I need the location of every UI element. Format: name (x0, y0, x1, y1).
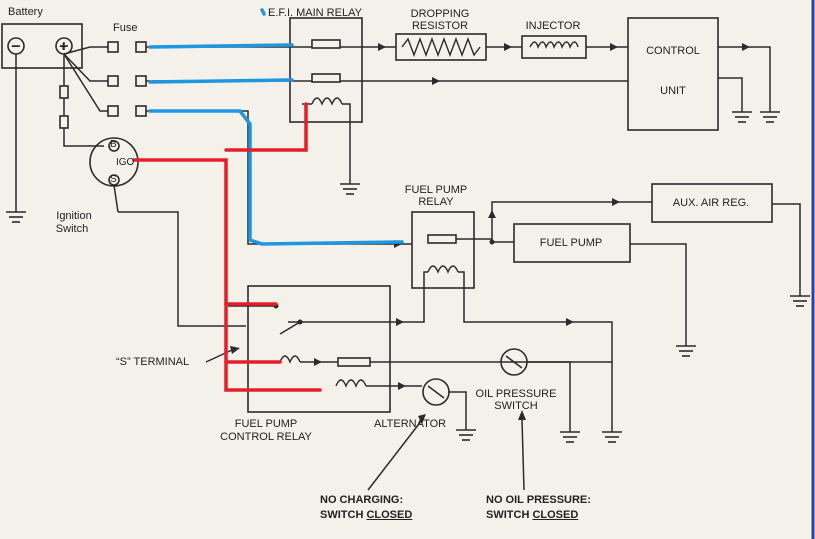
fuel-pump-label: FUEL PUMP (539, 237, 603, 249)
dropping-resistor-label-1: DROPPING (410, 8, 470, 20)
ignition-terminal-igo: IGO (116, 157, 135, 168)
battery-label: Battery (8, 6, 43, 18)
control-unit-label-1: CONTROL (646, 45, 700, 57)
fuel-pump-box (513, 223, 631, 263)
oil-pressure-switch-label-1: OIL PRESSURE (475, 388, 557, 400)
ground-relay-output (602, 431, 622, 443)
fuse-1 (107, 41, 147, 53)
injector-label: INJECTOR (525, 20, 581, 32)
fuse-label: Fuse (113, 22, 138, 34)
highlight-blue-wires (148, 8, 404, 246)
aux-air-regulator-box (651, 183, 773, 223)
ground-efi-relay (340, 183, 360, 195)
ground-aux-air-reg (790, 295, 810, 307)
highlight-red-wires (132, 102, 322, 392)
fuel-pump-relay-box (411, 211, 475, 289)
no-oil-pressure-label-1: NO OIL PRESSURE: (486, 494, 591, 506)
fuse-3 (107, 105, 147, 117)
fuel-pump-control-relay-label-2: CONTROL RELAY (220, 431, 312, 443)
ground-alternator (456, 429, 476, 441)
no-oil-pressure-label-2: SWITCH CLOSED (486, 509, 579, 521)
battery-minus-label: − (11, 38, 20, 54)
fuse-2 (107, 75, 147, 87)
aux-air-reg-label: AUX. AIR REG. (672, 197, 750, 209)
no-charging-label-2: SWITCH CLOSED (320, 509, 413, 521)
fuel-pump-relay-label-2: RELAY (418, 196, 454, 208)
battery-box (1, 23, 83, 69)
ignition-switch-label-1: Ignition (56, 210, 92, 222)
ground-control-unit-2 (760, 111, 780, 123)
battery-plus-label: + (59, 38, 68, 54)
control-unit-label-2: UNIT (660, 85, 686, 97)
ignition-terminal-b: B (110, 139, 117, 150)
fuel-pump-control-relay-box (247, 285, 391, 413)
efi-main-relay-box (289, 17, 363, 123)
ignition-terminal-s: S (110, 174, 117, 185)
ground-fuel-pump (676, 345, 696, 357)
oil-pressure-switch-label-2: SWITCH (494, 400, 538, 412)
dropping-resistor-label-2: RESISTOR (411, 20, 469, 32)
ignition-switch-label-2: Switch (55, 223, 89, 235)
fuel-pump-relay-label-1: FUEL PUMP (404, 184, 468, 196)
ground-oil-switch (560, 431, 580, 443)
efi-main-relay-label: E.F.I. MAIN RELAY (268, 7, 362, 19)
no-charging-label-1: NO CHARGING: (320, 494, 404, 506)
alternator-label: ALTERNATOR (374, 418, 447, 430)
ground-control-unit-1 (732, 111, 752, 123)
fuel-pump-control-relay-label-1: FUEL PUMP (234, 418, 298, 430)
control-unit-box (627, 17, 719, 131)
ground-battery (6, 211, 26, 223)
s-terminal-label: “S” TERMINAL (116, 356, 190, 368)
